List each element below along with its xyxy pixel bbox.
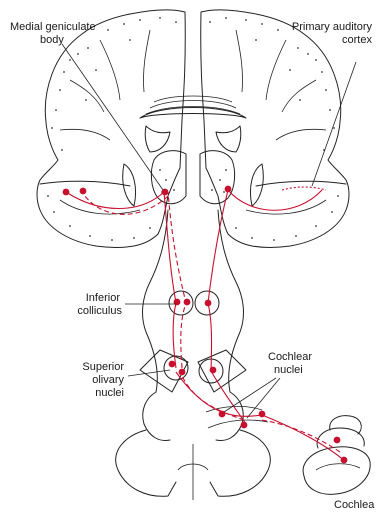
pathway-auditory-nerve (262, 420, 340, 452)
leader-superior-olivary (128, 370, 170, 376)
right-auditory-cortex-region (282, 187, 326, 190)
cochlea-node (341, 457, 348, 464)
corpus-callosum-fibers (154, 96, 232, 102)
right-ventricle (216, 126, 241, 152)
pathway-left-radiation (66, 192, 164, 209)
cochlear-region-line (208, 420, 268, 428)
right-medial-geniculate-node (225, 186, 232, 193)
cochlea-middle-turn (317, 428, 364, 448)
corpus-callosum (140, 108, 246, 119)
pathway-left-lemniscus (168, 192, 186, 368)
pathway-auditory-nerve (262, 415, 346, 462)
label-superior-olivary: Superior (82, 361, 124, 373)
pathway-left-lemniscus (164, 192, 176, 368)
left-sulcus (100, 40, 120, 100)
left-ventricle (145, 126, 170, 152)
brainstem-right-edge (218, 210, 243, 392)
cochlear-nucleus-node (241, 422, 248, 429)
right-temporal-fold (246, 200, 326, 214)
right-sulcus (282, 80, 316, 112)
medulla-right-lobe (210, 430, 270, 496)
right-sulcus (236, 30, 243, 92)
cochlear-nucleus-node (259, 411, 266, 418)
pons-left-lobe (143, 392, 170, 440)
left-cortex-node (63, 189, 70, 196)
label-primary-auditory: Primary auditory (292, 21, 373, 33)
right-sulcus (276, 129, 326, 140)
leader-medial-geniculate (62, 44, 163, 190)
labels: Medial geniculate body Primary auditory … (10, 21, 375, 511)
pathway-left-radiation (82, 192, 168, 214)
left-inferior-colliculus-node (184, 299, 191, 306)
left-cortex-node (80, 188, 87, 195)
brainstem (116, 210, 271, 500)
label-primary-auditory: cortex (342, 34, 372, 46)
left-sulcus (70, 80, 104, 112)
left-sulcus (60, 129, 110, 140)
label-inferior-colliculus: colliculus (77, 305, 122, 317)
label-cochlear-nuclei: Cochlear (268, 351, 312, 363)
label-superior-olivary: nuclei (95, 387, 124, 399)
label-cochlear-nuclei: nuclei (274, 364, 303, 376)
left-superior-olive-node (169, 361, 176, 368)
pathway-right-lemniscus (208, 190, 228, 371)
auditory-pathway (63, 186, 348, 464)
pathway-right-radiation (228, 190, 322, 210)
medulla-left-lobe (116, 430, 176, 496)
right-lateral-sulcus (256, 181, 346, 186)
right-superior-olive-node (210, 367, 217, 374)
cochlea-node (334, 437, 341, 444)
right-inferior-colliculus-node (205, 300, 212, 307)
label-medial-geniculate: Medial geniculate (10, 21, 96, 33)
label-cochlea: Cochlea (334, 499, 375, 511)
right-sulcus (266, 40, 286, 100)
label-medial-geniculate: body (40, 34, 64, 46)
left-sulcus (143, 30, 150, 92)
left-superior-olive-node (179, 369, 186, 376)
right-olive-outline (198, 350, 246, 392)
label-superior-olivary: olivary (92, 374, 124, 386)
brain-coronal-section (37, 10, 349, 248)
left-lateral-sulcus (40, 181, 130, 186)
cochlea-inner-curve (316, 464, 360, 470)
label-inferior-colliculus: Inferior (86, 292, 121, 304)
